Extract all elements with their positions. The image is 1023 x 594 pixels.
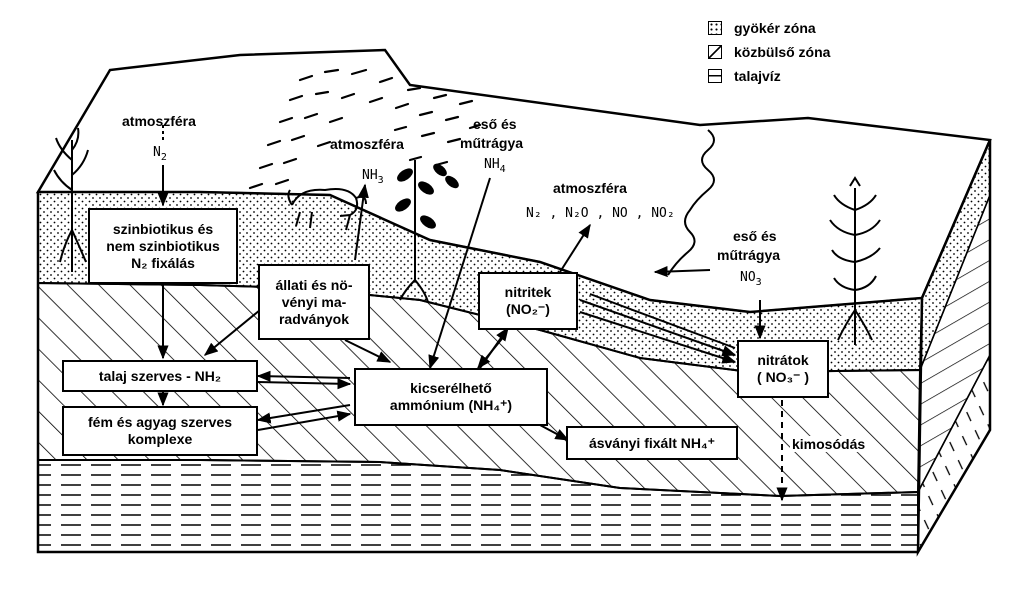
- label-rain-fertilizer-right-2: műtrágya: [717, 247, 781, 263]
- legend-item-groundwater: talajvíz: [708, 64, 830, 88]
- wavy-line: [667, 129, 715, 276]
- hatched-swatch-icon: [708, 45, 722, 59]
- box-nitrates: nitrátok( NO₃⁻ ): [737, 340, 829, 398]
- legend-label: közbülső zóna: [734, 44, 831, 60]
- box-soil-organic-nh2: talaj szerves - NH₂: [62, 360, 258, 392]
- label-atmosphere-mid: atmoszféra: [330, 136, 404, 152]
- dotted-swatch-icon: [708, 21, 722, 35]
- label-nh3: NH3: [362, 168, 384, 186]
- label-nitrogen-gases: N₂ , N₂O , NO , NO₂: [526, 206, 675, 221]
- box-mineral-fixed-nh4: ásványi fixált NH₄⁺: [566, 426, 738, 460]
- box-residues: állati és nö-vényi ma-radványok: [258, 264, 370, 340]
- legend-label: talajvíz: [734, 68, 781, 84]
- grass-plant-left: [53, 127, 89, 272]
- label-rain-fertilizer-mid-2: műtrágya: [460, 135, 524, 151]
- legend-item-root-zone: gyökér zóna: [708, 16, 830, 40]
- vapor-cloud: [248, 68, 482, 190]
- legend-item-intermediate-zone: közbülső zóna: [708, 40, 830, 64]
- label-leaching: kimosódás: [790, 436, 868, 452]
- corn-plant-right: [829, 176, 881, 345]
- water-swatch-icon: [708, 69, 722, 83]
- label-atmosphere-right: atmoszféra: [553, 180, 627, 196]
- label-rain-fertilizer-mid-1: eső és: [473, 116, 517, 132]
- label-n2-left: N2: [153, 145, 167, 163]
- label-nh4-mid: NH4: [484, 157, 506, 175]
- legend: gyökér zóna közbülső zóna talajvíz: [708, 16, 830, 88]
- label-atmosphere-left: atmoszféra: [122, 113, 196, 129]
- legend-label: gyökér zóna: [734, 20, 816, 36]
- box-nitrites: nitritek(NO₂⁻): [478, 272, 578, 330]
- plant-middle: [395, 160, 459, 303]
- label-no3-right: NO3: [740, 270, 762, 288]
- label-rain-fertilizer-right-1: eső és: [733, 228, 777, 244]
- flow-arrows: [157, 125, 788, 502]
